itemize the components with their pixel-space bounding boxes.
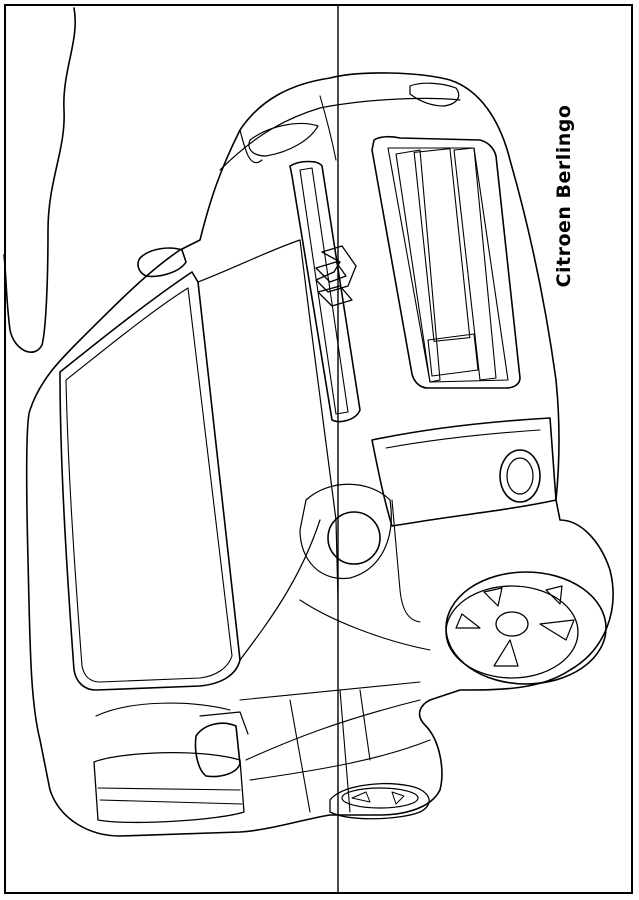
car-body-outline xyxy=(25,72,614,837)
page-border xyxy=(4,4,633,894)
front-wheel xyxy=(445,571,607,685)
rear-wheel xyxy=(329,783,430,820)
left-scribble xyxy=(3,7,76,353)
fog-light-right xyxy=(499,449,541,503)
windshield xyxy=(59,271,241,691)
front-bumper xyxy=(371,417,557,527)
main-grille xyxy=(371,135,521,389)
fog-light-left xyxy=(299,483,392,580)
side-mirror-lower xyxy=(194,722,241,778)
citroen-double-chevron-icon xyxy=(315,245,357,307)
car-model-title: Citroen Berlingo xyxy=(553,104,575,288)
upper-grille xyxy=(289,160,361,423)
side-mirror-top xyxy=(137,247,187,278)
